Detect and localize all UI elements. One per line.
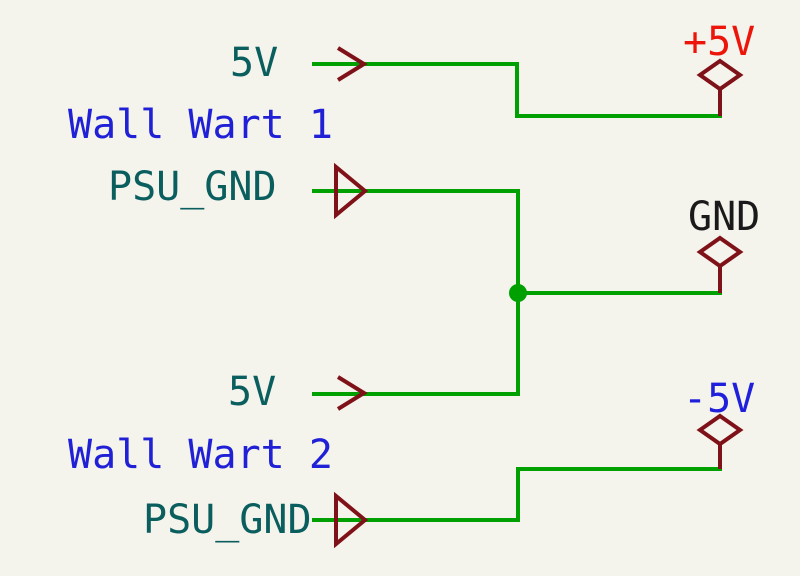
wire-ww1-5v-to-plus5v	[312, 62, 722, 118]
note-wall-wart-1: Wall Wart 1	[68, 102, 333, 148]
power-symbol-minus5v	[696, 413, 744, 469]
junction-dot	[509, 284, 527, 302]
hier-label-ww2-5v: 5V	[228, 369, 276, 415]
note-wall-wart-2: Wall Wart 2	[68, 432, 333, 478]
hier-label-triangle-icon-ww2-gnd	[334, 491, 369, 549]
hier-label-ww2-gnd: PSU_GND	[143, 497, 312, 543]
hier-label-chevron-icon-ww2-5v	[336, 375, 368, 411]
power-label-minus5v: -5V	[683, 376, 755, 422]
power-label-gnd: GND	[688, 194, 760, 240]
power-symbol-plus5v	[696, 58, 744, 116]
wire-ww2-gnd-to-minus5v	[312, 467, 722, 522]
hier-label-triangle-icon-ww1-gnd	[334, 162, 369, 220]
hier-label-ww1-gnd: PSU_GND	[108, 164, 277, 210]
power-symbol-gnd	[696, 235, 744, 293]
hier-label-chevron-icon-ww1-5v	[336, 46, 368, 82]
hier-label-ww1-5v: 5V	[230, 40, 278, 86]
power-label-plus5v: +5V	[683, 19, 755, 65]
